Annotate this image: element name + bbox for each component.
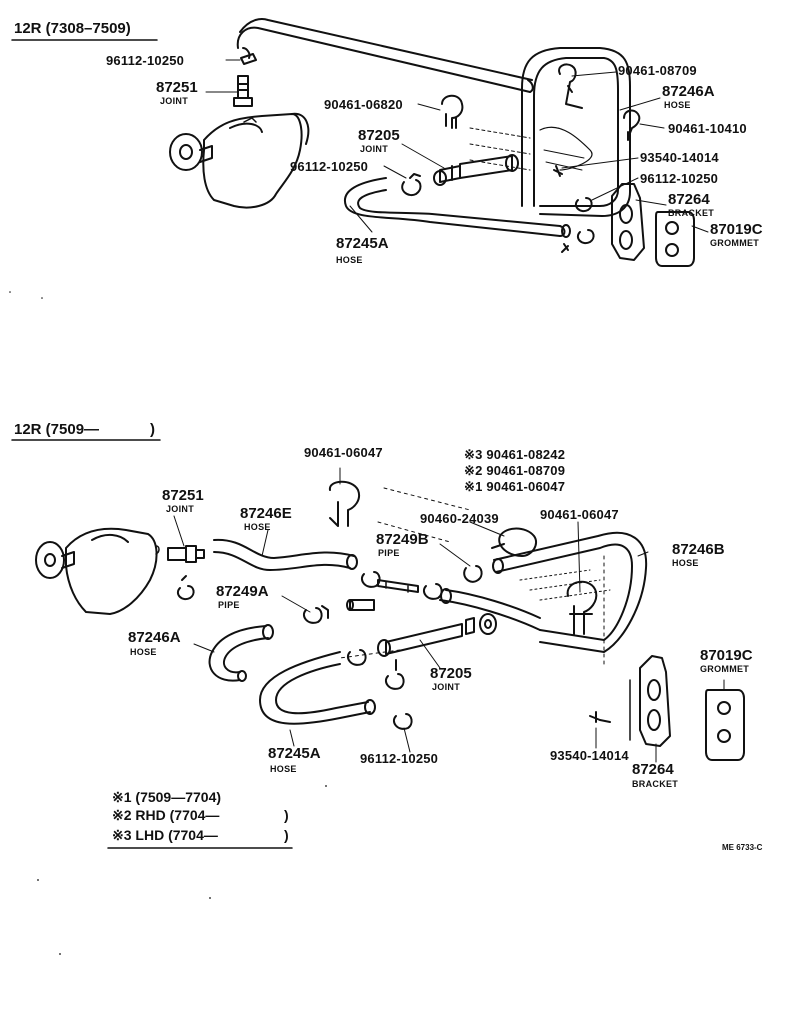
part-label-star2-90461-08709: ※2 90461-08709 — [464, 463, 566, 478]
part-label-96112-10250-top-a: 96112-10250 — [106, 53, 185, 68]
part-label-star3-90461-08242: ※3 90461-08242 — [464, 447, 566, 462]
part-name-joint-bottom-b: JOINT — [432, 682, 461, 692]
part-label-87264-top: 87264 — [668, 191, 710, 208]
part-label-93540-14014-bottom: 93540-14014 — [550, 748, 629, 763]
part-name-grommet-bottom: GROMMET — [700, 664, 750, 674]
note-star2-close: ) — [284, 807, 289, 823]
part-name-hose-87245A-bottom: HOSE — [270, 764, 297, 774]
part-label-96112-10250-bottom: 96112-10250 — [360, 751, 439, 766]
part-name-joint-top-b: JOINT — [360, 144, 389, 154]
part-label-90461-06047-b: 90461-06047 — [540, 507, 619, 522]
part-label-star1-90461-06047: ※1 90461-06047 — [464, 479, 566, 494]
part-label-90461-10410: 90461-10410 — [668, 121, 747, 136]
part-label-87019C-top: 87019C — [710, 221, 763, 238]
part-label-87245A-bottom: 87245A — [268, 745, 321, 762]
note-star3-close: ) — [284, 827, 289, 843]
part-label-87246A-top: 87246A — [662, 83, 715, 100]
section-title-top: 12R (7308–7509) — [14, 20, 131, 37]
part-name-pipe-87249A: PIPE — [218, 600, 240, 610]
part-label-96112-10250-top-b: 96112-10250 — [290, 159, 369, 174]
part-label-87251-bottom: 87251 — [162, 487, 204, 504]
figure-code: ME 6733-C — [722, 843, 763, 852]
part-label-87249A: 87249A — [216, 583, 269, 600]
part-label-87246A-bottom: 87246A — [128, 629, 181, 646]
part-name-hose-top-a: HOSE — [336, 255, 363, 265]
part-label-87246B: 87246B — [672, 541, 725, 558]
note-star3: ※3 LHD (7704— — [112, 827, 218, 843]
part-label-87264-bottom: 87264 — [632, 761, 674, 778]
part-name-bracket-bottom: BRACKET — [632, 779, 679, 789]
part-name-hose-87246B: HOSE — [672, 558, 699, 568]
part-label-90461-08709-top: 90461-08709 — [618, 63, 697, 78]
part-name-joint-bottom-a: JOINT — [166, 504, 195, 514]
part-label-87249B: 87249B — [376, 531, 429, 548]
section-title-bottom-close: ) — [150, 421, 155, 438]
note-star2: ※2 RHD (7704— — [112, 807, 220, 823]
section-title-bottom: 12R (7509— — [14, 421, 100, 438]
part-name-bracket-top: BRACKET — [668, 208, 715, 218]
part-name-joint-top-a: JOINT — [160, 96, 189, 106]
part-label-87019C-bottom: 87019C — [700, 647, 753, 664]
part-name-hose-87246E: HOSE — [244, 522, 271, 532]
part-name-hose-top-b: HOSE — [664, 100, 691, 110]
part-name-grommet-top: GROMMET — [710, 238, 760, 248]
note-star1: ※1 (7509—7704) — [112, 789, 222, 805]
part-label-90460-24039: 90460-24039 — [420, 511, 499, 526]
part-label-90461-06820: 90461-06820 — [324, 97, 403, 112]
part-name-pipe-87249B: PIPE — [378, 548, 400, 558]
part-label-96112-10250-top-c: 96112-10250 — [640, 171, 719, 186]
part-name-hose-87246A-bottom: HOSE — [130, 647, 157, 657]
part-label-87205-bottom: 87205 — [430, 665, 472, 682]
part-label-87205-top: 87205 — [358, 127, 400, 144]
part-label-87246E: 87246E — [240, 505, 292, 522]
part-label-90461-06047-a: 90461-06047 — [304, 445, 383, 460]
part-label-87245A-top: 87245A — [336, 235, 389, 252]
part-label-93540-14014-top: 93540-14014 — [640, 150, 719, 165]
part-label-87251-top: 87251 — [156, 79, 198, 96]
